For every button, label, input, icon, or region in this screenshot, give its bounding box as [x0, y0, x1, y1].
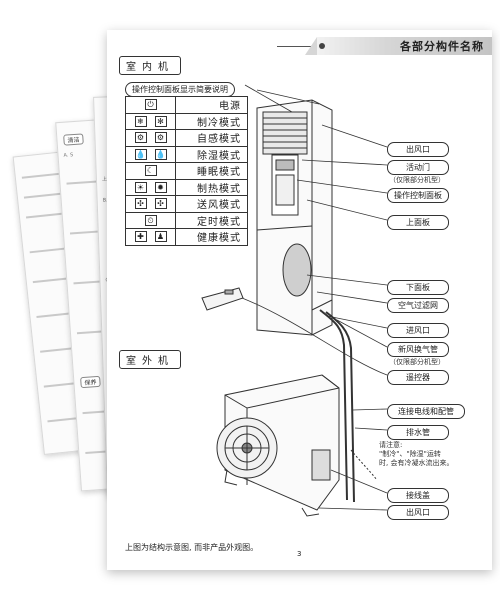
power-icon: ⏻ [144, 99, 157, 110]
part-label: 出风口 [387, 142, 449, 157]
table-row: ✣✣送风模式 [125, 195, 248, 213]
cool-icon: ❄ [134, 115, 147, 127]
auto-icon: ⚙ [134, 132, 147, 143]
part-label: 出风口 [387, 505, 449, 520]
mode-table: ⏻电源 ❄✻制冷模式 ⚙⚙自感模式 💧💧除湿模式 ☾睡眠模式 ☀✹制热模式 ✣✣… [125, 96, 248, 246]
dehumidify-icon: 💧 [134, 148, 147, 160]
part-label: 遥控器 [387, 370, 449, 385]
part-label: 下面板 [387, 280, 449, 295]
table-row: 💧💧除湿模式 [125, 145, 248, 163]
manual-page: 各部分构件名称 室内机 操作控制面板显示简要说明 ⏻电源 ❄✻制冷模式 ⚙⚙自感… [107, 30, 492, 570]
table-row: ❄✻制冷模式 [125, 112, 248, 130]
part-label: 空气过滤网 [387, 298, 449, 313]
drain-note: 请注意: [379, 441, 403, 449]
part-label: 新风换气管 [387, 342, 449, 357]
mode-icon-cell: 💧💧 [125, 145, 176, 163]
part-label: 连接电线和配管 [387, 404, 465, 419]
outdoor-unit-drawing [216, 374, 340, 517]
mode-icon-cell: ☾ [125, 162, 176, 180]
fan-icon: ✣ [154, 198, 167, 209]
table-row: ⏲定时模式 [125, 211, 248, 229]
part-note: （仅限部分机型） [389, 358, 445, 366]
bg-text: A. S [63, 152, 74, 159]
person-icon: ♟ [154, 231, 167, 242]
mode-icon-cell: ☀✹ [125, 178, 176, 196]
snowflake-icon: ✻ [154, 115, 167, 127]
mode-label: 健康模式 [175, 228, 248, 246]
sun-icon: ☀ [134, 181, 147, 193]
bg-tab-clean: 清洁 [63, 133, 84, 146]
fan-icon: ✣ [134, 198, 147, 209]
table-row: ☾睡眠模式 [125, 162, 248, 180]
part-label: 活动门 [387, 160, 449, 175]
part-label: 接线盖 [387, 488, 449, 503]
indoor-unit-label: 室内机 [119, 56, 181, 75]
table-row: ☀✹制热模式 [125, 178, 248, 196]
page-number: 3 [297, 550, 302, 558]
bg-tab-maintain: 保养 [80, 375, 101, 389]
mode-icon-cell: ✚♟ [125, 228, 176, 246]
moon-icon: ☾ [144, 165, 157, 176]
part-note: （仅限部分机型） [389, 176, 445, 184]
table-row: ✚♟健康模式 [125, 228, 248, 246]
outdoor-unit-label: 室外机 [119, 350, 181, 369]
air-conditioner-diagram [201, 84, 388, 517]
indoor-unit-drawing [256, 99, 355, 503]
figure-caption: 上图为结构示意图, 而非产品外观图。 [125, 543, 259, 552]
remote-control-drawing [201, 287, 244, 311]
bullet-icon [319, 43, 325, 49]
part-label: 进风口 [387, 323, 449, 338]
mode-icon-cell: ⚙⚙ [125, 129, 176, 147]
timer-icon: ⏲ [144, 214, 157, 226]
heat-icon: ✹ [154, 181, 167, 193]
leader-lines [241, 84, 388, 511]
part-label: 上面板 [387, 215, 449, 230]
page-title: 各部分构件名称 [400, 40, 484, 53]
drain-note: 时, 会有冷凝水流出来。 [379, 459, 454, 467]
auto-icon: ⚙ [154, 132, 167, 143]
drain-note: "制冷"、"除湿"运转 [379, 450, 441, 458]
health-icon: ✚ [134, 231, 147, 242]
part-label: 排水管 [387, 425, 449, 440]
dehumidify-icon: 💧 [154, 148, 167, 160]
part-label: 操作控制面板 [387, 188, 449, 203]
page-header: 各部分构件名称 [277, 37, 492, 55]
